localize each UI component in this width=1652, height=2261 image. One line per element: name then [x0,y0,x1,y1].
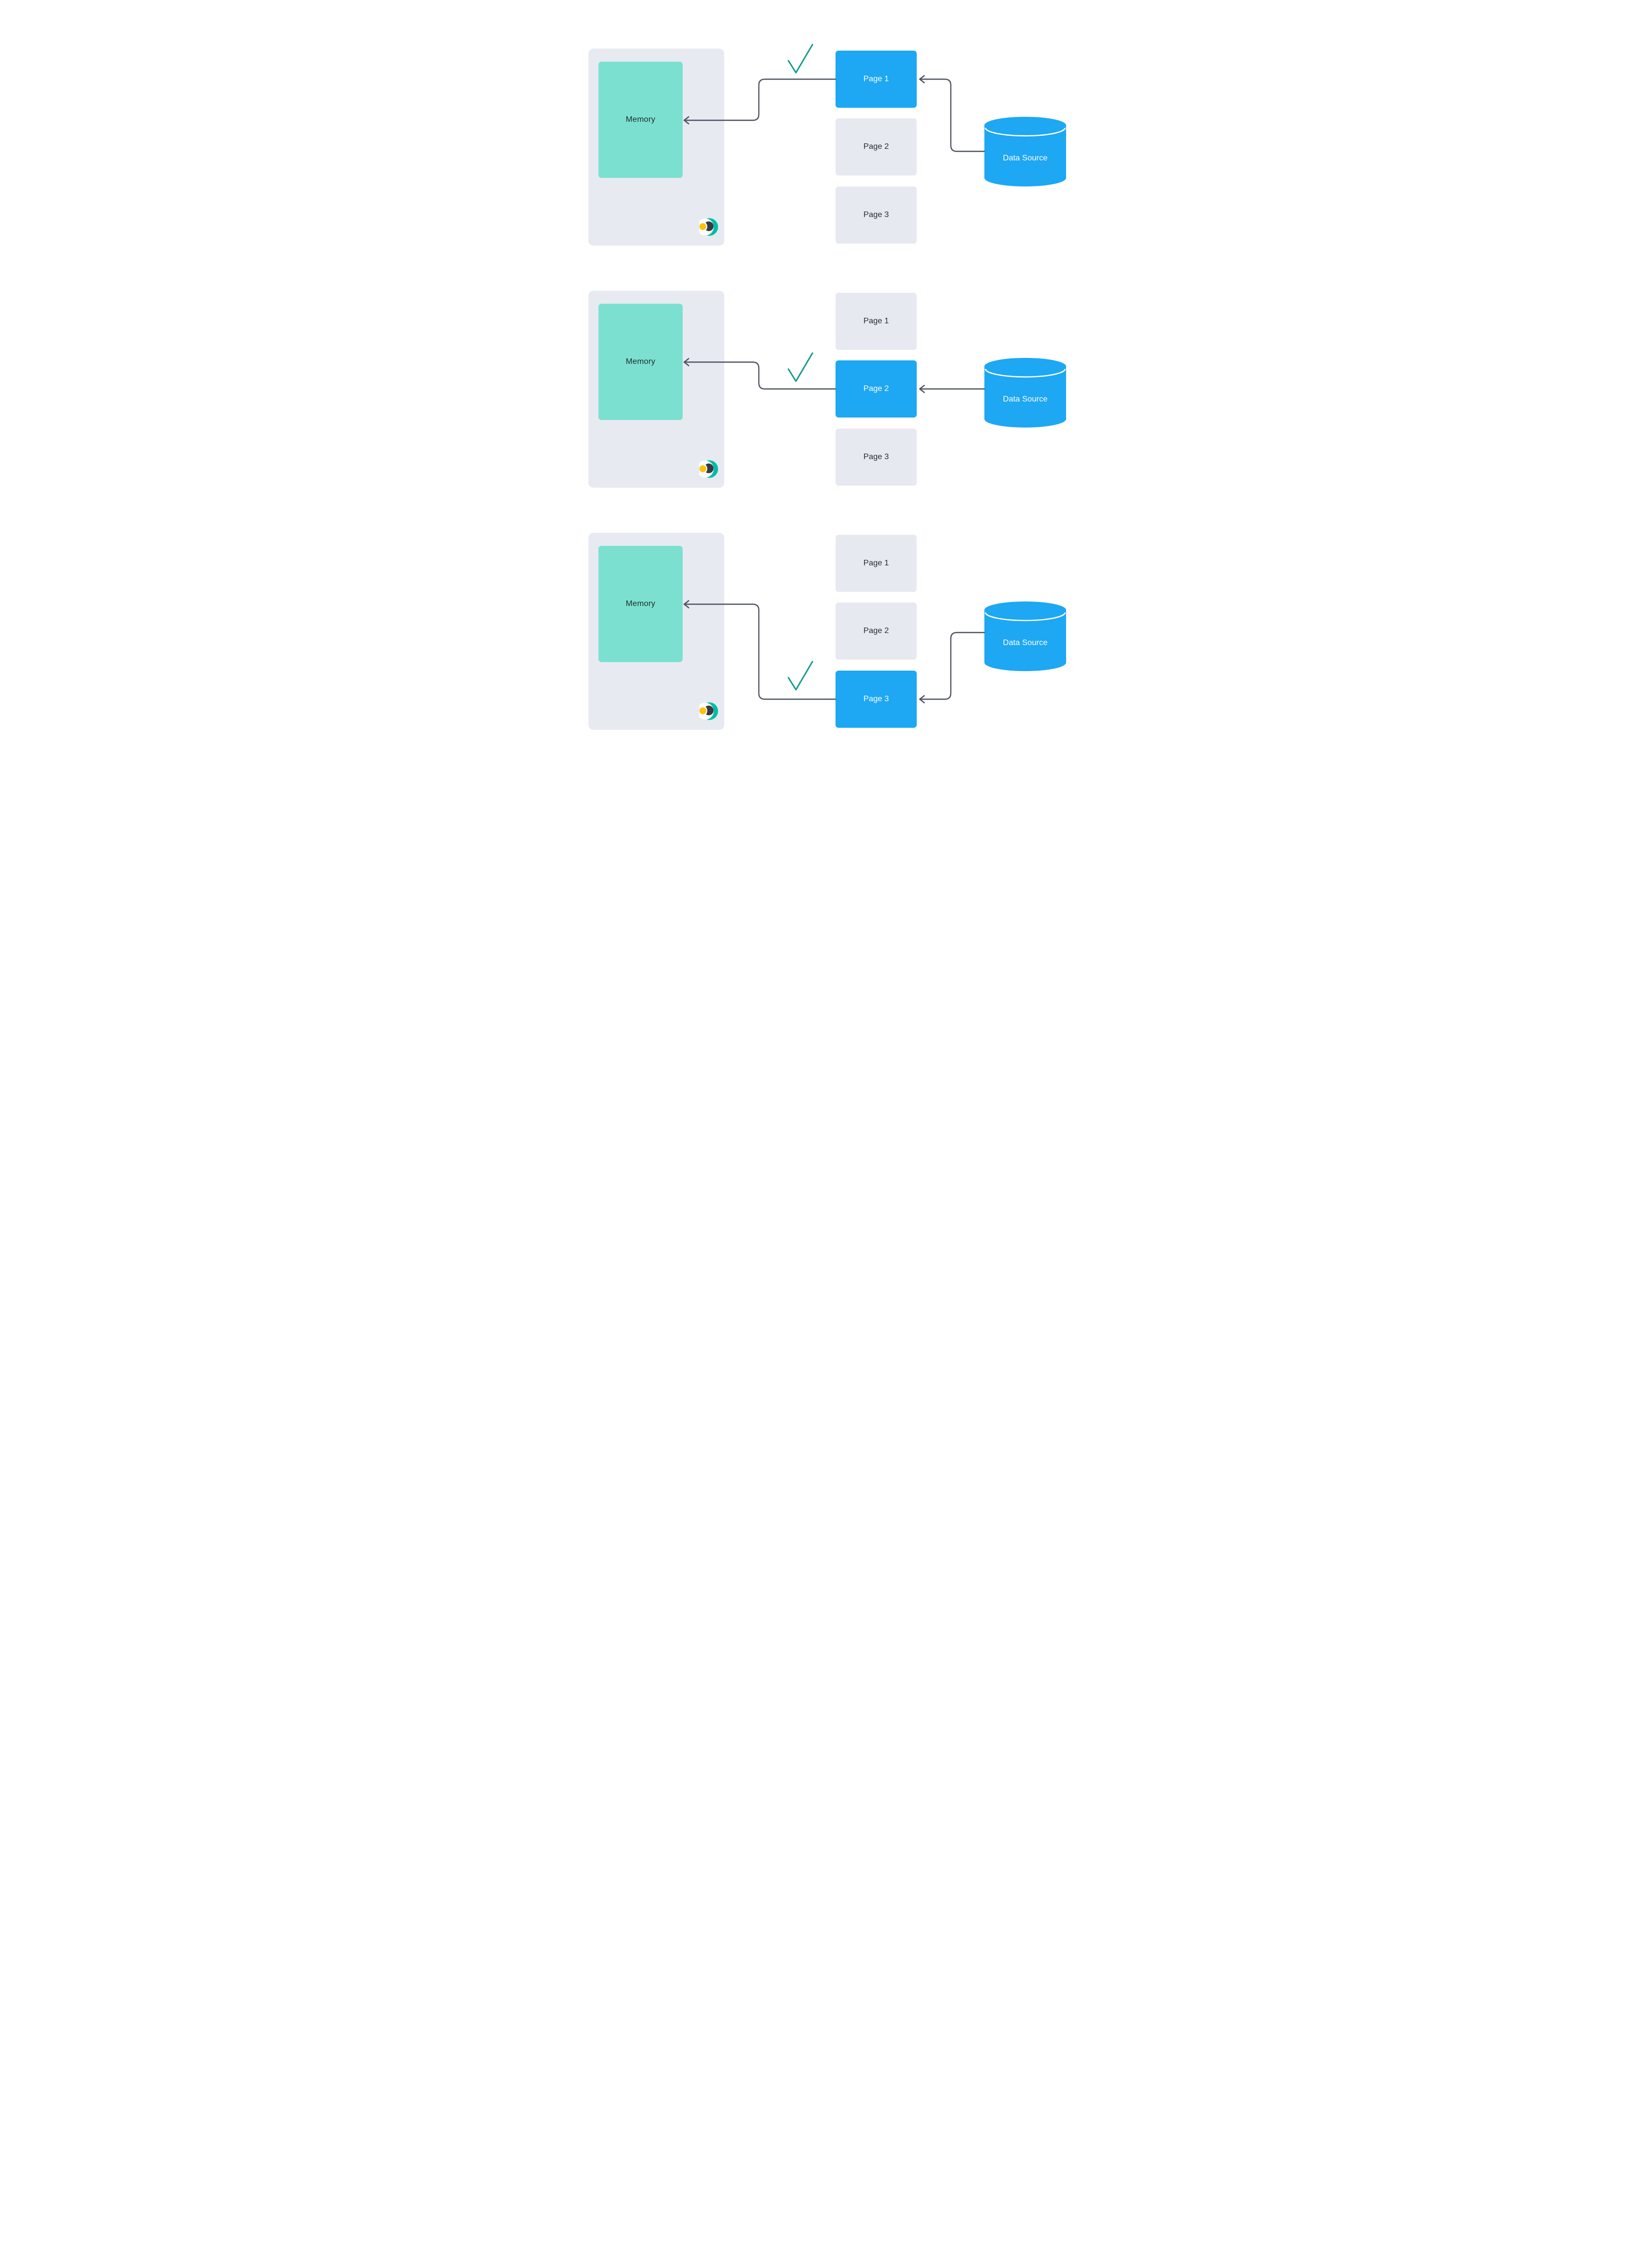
memory-box-2: Memory [598,304,683,420]
memory-label: Memory [626,599,656,608]
memory-box-3: Memory [598,546,683,662]
page-label: Page 2 [863,384,889,393]
datasource-label: Data Source [1003,153,1048,162]
page-label: Page 1 [863,559,889,567]
page-label: Page 1 [863,75,889,83]
datasource-cylinder-3: Data Source [984,601,1066,671]
datasource-label: Data Source [1003,394,1048,403]
page-label: Page 3 [863,211,889,219]
brand-logo-icon [696,218,718,236]
datasource-cylinder-2: Data Source [984,358,1066,428]
page-box-2-1: Page 1 [836,293,917,350]
page-label: Page 1 [863,317,889,325]
arrow-left-icon [919,384,925,393]
page-box-1-3: Page 3 [836,186,917,244]
page-box-3-1: Page 1 [836,535,917,592]
brand-logo-icon [696,702,718,720]
arrow-left-icon [919,75,925,84]
page-box-1-2: Page 2 [836,118,917,175]
arrow-left-icon [919,695,925,704]
checkmark-icon [787,661,813,691]
connector-datasource-to-page3 [919,632,985,700]
page-box-1-1: Page 1 [836,51,917,108]
page-label: Page 3 [863,695,889,703]
memory-label: Memory [626,357,656,366]
page-label: Page 2 [863,627,889,635]
checkmark-icon [787,352,813,382]
memory-label: Memory [626,115,656,124]
datasource-label: Data Source [1003,638,1048,647]
page-box-3-2: Page 2 [836,602,917,660]
datasource-cylinder-1: Data Source [984,117,1066,186]
paging-diagram: Memory Page 1 Page 2 Page 3 Data Source … [543,0,1109,774]
connector-datasource-to-page1 [919,78,985,152]
memory-box-1: Memory [598,62,683,178]
page-box-3-3: Page 3 [836,671,917,728]
checkmark-icon [787,44,813,74]
page-label: Page 2 [863,142,889,151]
page-label: Page 3 [863,453,889,461]
page-box-2-3: Page 3 [836,429,917,486]
brand-logo-icon [696,460,718,478]
page-box-2-2: Page 2 [836,360,917,418]
